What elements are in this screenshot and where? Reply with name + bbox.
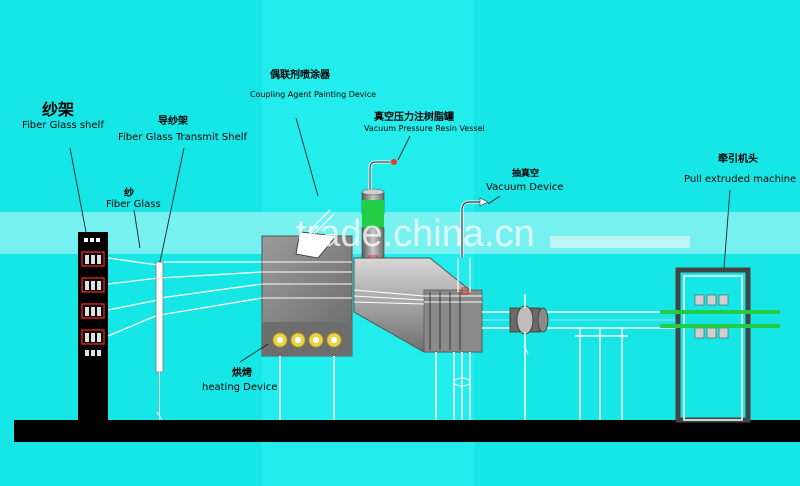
heating-label-en: heating Device bbox=[202, 382, 278, 393]
puller-label-en: Pull extruded machine bbox=[684, 174, 797, 185]
heater-coils bbox=[272, 332, 342, 348]
vacuum-label-en: Vacuum Device bbox=[486, 182, 564, 193]
coupling-label-cn: 偶联剂喷涂器 bbox=[270, 70, 330, 81]
fiber-glass-transmit-shelf bbox=[155, 261, 164, 421]
vacuum-device bbox=[457, 197, 489, 295]
guide-label-cn: 导纱架 bbox=[158, 116, 188, 127]
creel-label-cn: 纱架 bbox=[42, 100, 75, 119]
cooling-coupler bbox=[509, 294, 549, 420]
guide-label-en: Fiber Glass Transmit Shelf bbox=[118, 132, 248, 143]
watermark: trade.china.cn bbox=[296, 213, 535, 255]
coupling-agent-painting-device bbox=[261, 231, 353, 420]
leader-lines bbox=[69, 117, 731, 363]
blurred-banner bbox=[550, 236, 690, 248]
fiber-strands bbox=[107, 257, 263, 337]
vessel-label-en: Vacuum Pressure Resin Vessel bbox=[364, 124, 485, 133]
yarn-label-cn: 纱 bbox=[124, 188, 134, 199]
sprayer-pipes bbox=[307, 209, 335, 237]
yarn-label-en: Fiber Glass bbox=[106, 199, 161, 210]
pull-extruded-machine bbox=[660, 267, 780, 423]
fiber-glass-shelf bbox=[78, 232, 108, 420]
support-stands bbox=[575, 328, 628, 420]
coupling-label-en: Coupling Agent Painting Device bbox=[250, 90, 377, 99]
resin-injection-die bbox=[353, 257, 483, 420]
vacuum-label-cn: 抽真空 bbox=[512, 169, 540, 179]
vessel-label-cn: 真空压力注树脂罐 bbox=[374, 112, 454, 123]
floor-beam bbox=[14, 420, 800, 442]
creel-label-en: Fiber Glass shelf bbox=[22, 120, 104, 131]
heating-label-cn: 烘烤 bbox=[232, 368, 252, 379]
puller-label-cn: 牵引机头 bbox=[718, 154, 758, 165]
